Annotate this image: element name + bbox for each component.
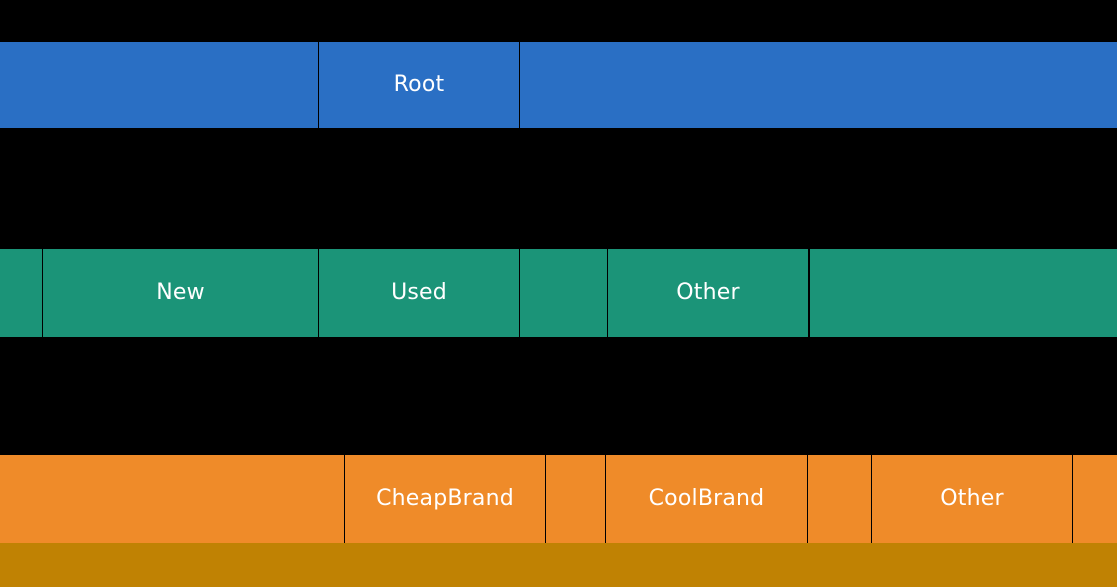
icicle-node-condition-level-5[interactable] — [810, 249, 1117, 337]
icicle-node-label: New — [156, 280, 205, 305]
icicle-node-root-level-2[interactable] — [520, 42, 1117, 128]
icicle-node-bottom-level-0[interactable] — [0, 543, 1117, 587]
icicle-node-brand-level-0[interactable] — [0, 455, 344, 543]
icicle-node-coolbrand[interactable]: CoolBrand — [606, 455, 807, 543]
icicle-node-root[interactable]: Root — [319, 42, 519, 128]
icicle-node-condition-level-0[interactable] — [0, 249, 42, 337]
icicle-node-label: Other — [940, 486, 1004, 511]
chart-level-brand: CheapBrand CoolBrand Other — [0, 455, 1117, 543]
icicle-node-label: Root — [393, 72, 445, 97]
icicle-node-label: Other — [676, 280, 740, 305]
icicle-node-label: CheapBrand — [376, 486, 514, 511]
icicle-node-root-level-0[interactable] — [0, 42, 318, 128]
icicle-node-label: CoolBrand — [648, 486, 765, 511]
icicle-node-brand-level-2[interactable] — [546, 455, 605, 543]
icicle-node-condition-level-3[interactable] — [520, 249, 607, 337]
icicle-node-other[interactable]: Other — [608, 249, 808, 337]
icicle-node-label: Used — [391, 280, 447, 305]
icicle-node-brand-level-6[interactable] — [1073, 455, 1117, 543]
icicle-node-new[interactable]: New — [43, 249, 318, 337]
icicle-node-brand-level-4[interactable] — [808, 455, 871, 543]
icicle-node-used[interactable]: Used — [319, 249, 519, 337]
chart-level-bottom — [0, 543, 1117, 587]
chart-level-condition: New Used Other — [0, 249, 1117, 337]
chart-level-root: Root — [0, 42, 1117, 128]
icicle-node-cheapbrand[interactable]: CheapBrand — [345, 455, 545, 543]
icicle-node-other[interactable]: Other — [872, 455, 1072, 543]
